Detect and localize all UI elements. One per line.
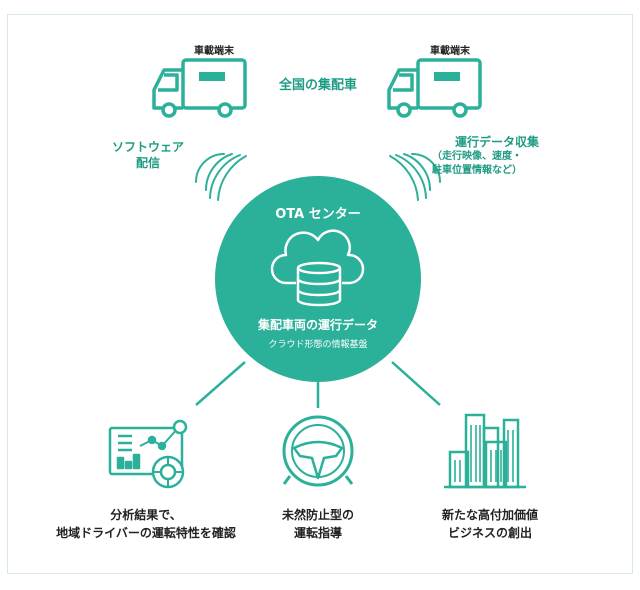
- truck-icon-right: [387, 58, 482, 118]
- output-guidance-line2: 運転指導: [293, 526, 342, 540]
- center-title: OTA センター: [275, 207, 361, 222]
- right-truck-caption: 車載端末: [430, 46, 470, 57]
- center-main-text: 集配車両の運行データ: [257, 318, 378, 332]
- output-business-line2: ビジネスの創出: [447, 526, 532, 540]
- ota-center-circle: [215, 176, 421, 382]
- cloud-database-icon: [270, 229, 365, 307]
- signal-waves-right: [389, 153, 441, 201]
- output-caption-analysis: 分析結果で、 地域ドライバーの運転特性を確認: [38, 506, 254, 542]
- buildings-icon: [444, 413, 526, 489]
- data-collection-label: 運行データ収集 （走行映像、速度・ 駐車位置情報など）: [432, 134, 562, 177]
- signal-waves-left: [195, 153, 247, 201]
- output-business-line1: 新たな高付加価値: [441, 508, 538, 522]
- output-caption-business: 新たな高付加価値 ビジネスの創出: [420, 506, 560, 542]
- output-analysis-line1: 分析結果で、: [110, 508, 182, 522]
- connector-left: [195, 361, 246, 406]
- steering-wheel-icon: [282, 415, 354, 487]
- data-collection-line2: （走行映像、速度・: [432, 151, 522, 163]
- data-collection-line3: 駐車位置情報など）: [432, 164, 522, 176]
- connector-right: [391, 361, 441, 406]
- truck-icon-left: [152, 58, 247, 118]
- software-delivery-label: ソフトウェア 配信: [98, 139, 198, 171]
- analytics-dashboard-icon: [108, 419, 188, 489]
- fleet-label: 全国の集配車: [278, 78, 357, 93]
- output-guidance-line1: 未然防止型の: [281, 508, 354, 522]
- center-sub-text: クラウド形態の情報基盤: [268, 340, 368, 350]
- output-caption-guidance: 未然防止型の 運転指導: [262, 506, 374, 542]
- left-truck-caption: 車載端末: [194, 46, 234, 57]
- output-analysis-line2: 地域ドライバーの運転特性を確認: [56, 526, 236, 540]
- data-collection-line1: 運行データ収集: [454, 135, 539, 149]
- software-delivery-line2: 配信: [135, 156, 160, 171]
- software-delivery-line1: ソフトウェア: [111, 140, 184, 154]
